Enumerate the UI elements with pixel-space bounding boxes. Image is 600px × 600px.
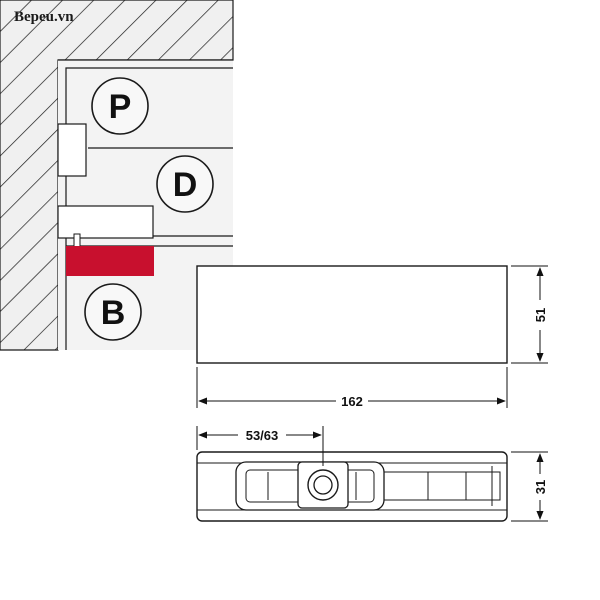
width-dimension-label: 162 <box>341 394 363 409</box>
label-b: B <box>101 294 126 332</box>
side-height-dimension-label: 31 <box>533 480 548 494</box>
label-d: D <box>173 166 198 204</box>
hinge-bracket <box>57 123 87 177</box>
offset-dimension-label: 53/63 <box>246 428 279 443</box>
watermark-text: Bepeu.vn <box>14 9 74 25</box>
front-view: 162 51 <box>196 265 548 409</box>
front-view-body <box>196 265 508 364</box>
label-p: P <box>109 88 132 126</box>
circle-d <box>156 155 214 213</box>
side-view: 53/63 31 <box>196 426 548 522</box>
circle-p <box>91 77 149 135</box>
red-profile <box>66 246 154 276</box>
circle-b <box>84 283 142 341</box>
screw-inner <box>313 475 333 495</box>
segment-area <box>383 471 501 501</box>
height-dimension-label: 51 <box>533 308 548 322</box>
clamp-bar <box>57 205 154 239</box>
